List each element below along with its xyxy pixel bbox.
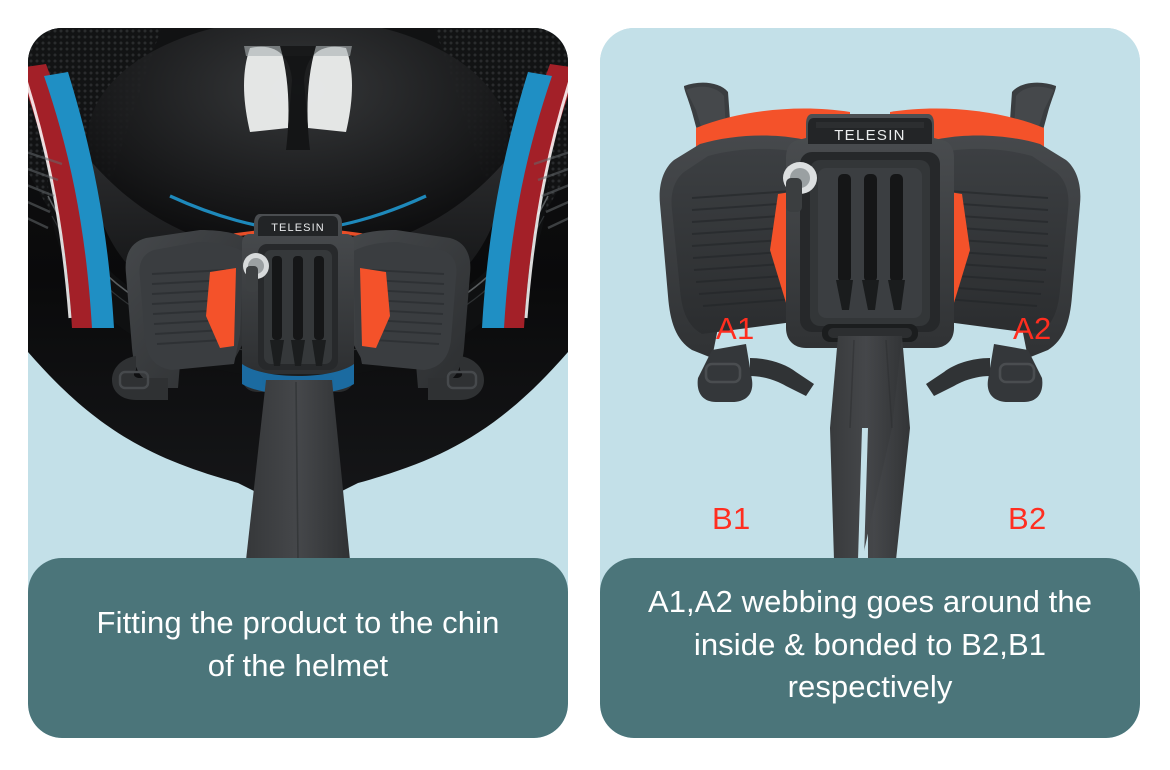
brand-logo-right: TELESIN [834,127,906,144]
right-panel-caption: A1,A2 webbing goes around the inside & b… [600,558,1140,738]
helmet-stripe-red-left [28,64,102,328]
callout-b2: B2 [1008,501,1047,536]
orange-accent-left [206,268,236,348]
right-wing-pad [344,230,484,400]
right-caption-text: A1,A2 webbing goes around the inside & b… [647,583,1093,705]
callout-a1: A1 [716,311,755,346]
center-gopro-mount: TELESIN [783,114,954,348]
helmet-fitting-panel: TELESIN [28,28,568,738]
left-panel-caption: Fitting the product to the chin of the h… [28,558,568,738]
helmet-stripe-blue-right [482,72,552,328]
chin-strap [246,380,350,560]
orange-accent-right [360,268,390,348]
helmet-photo-scene: TELESIN [28,28,568,560]
center-gopro-mount: TELESIN [242,214,354,392]
callout-a2: A2 [1013,311,1052,346]
brand-logo-left: TELESIN [271,222,325,234]
product-flat-scene: TELESIN [600,28,1140,560]
left-caption-text: Fitting the product to the chin of the h… [96,605,500,683]
left-wing-pad [112,230,252,400]
webbing-routing-panel: TELESIN [600,28,1140,738]
helmet-stripe-red-right [494,64,568,328]
helmet-stripe-blue-left [44,72,114,328]
callout-b1: B1 [712,501,751,536]
